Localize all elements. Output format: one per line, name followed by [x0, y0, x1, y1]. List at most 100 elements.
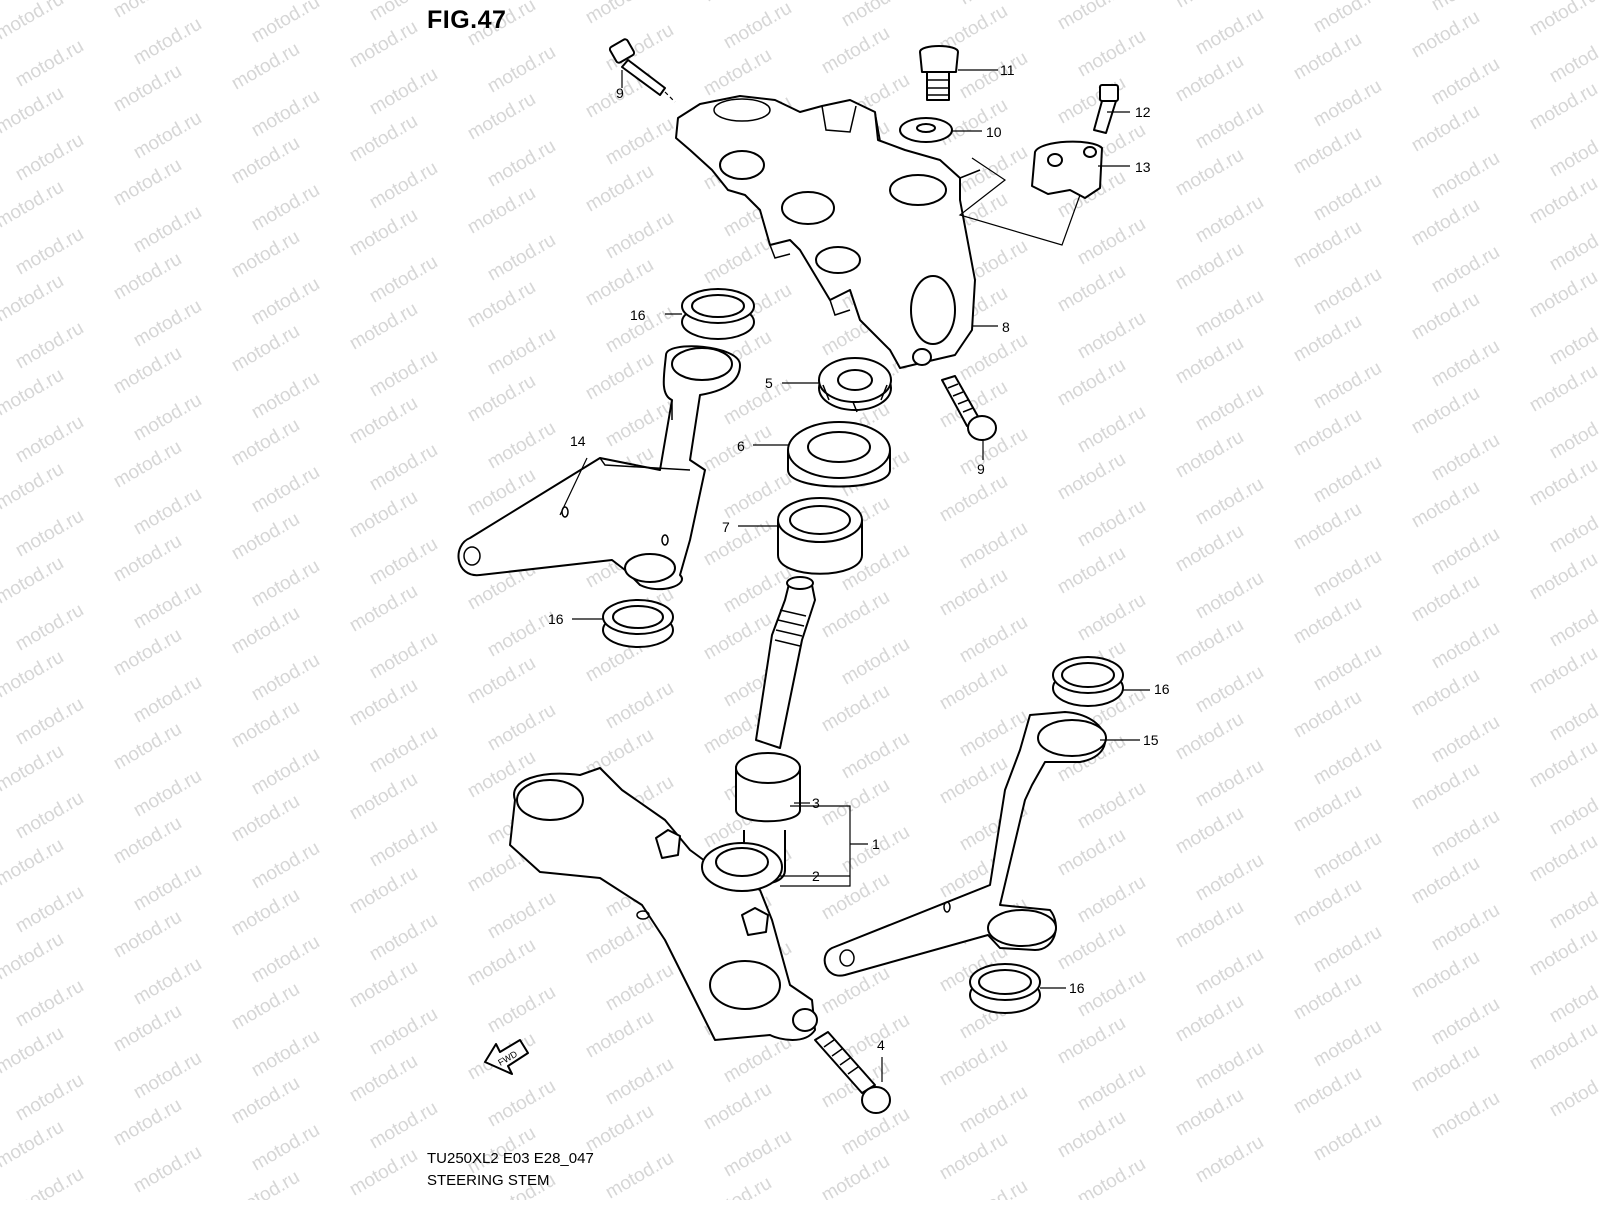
watermark-text: motod.ru: [1546, 502, 1600, 558]
watermark-text: motod.ru: [248, 1120, 323, 1176]
watermark-text: motod.ru: [1428, 618, 1503, 674]
watermark-text: motod.ru: [228, 979, 303, 1035]
watermark-text: motod.ru: [1428, 148, 1503, 204]
watermark-text: motod.ru: [1054, 919, 1129, 975]
watermark-text: motod.ru: [1054, 1013, 1129, 1069]
watermark-text: motod.ru: [0, 271, 67, 327]
watermark-text: motod.ru: [818, 587, 893, 643]
watermark-text: motod.ru: [0, 1023, 67, 1079]
watermark-text: motod.ru: [366, 722, 441, 778]
callout-label-16-a: 16: [630, 307, 646, 323]
seal-part-16-a: [682, 289, 754, 339]
watermark-text: motod.ru: [838, 634, 913, 690]
watermark-text: motod.ru: [582, 0, 657, 28]
watermark-text: motod.ru: [1074, 402, 1149, 458]
watermark-text: motod.ru: [228, 321, 303, 377]
watermark-text: motod.ru: [0, 1117, 67, 1173]
watermark-text: motod.ru: [366, 534, 441, 590]
watermark-text: motod.ru: [1192, 944, 1267, 1000]
watermark-text: motod.ru: [1074, 496, 1149, 552]
watermark-text: motod.ru: [1526, 455, 1600, 511]
watermark-text: motod.ru: [582, 1101, 657, 1157]
watermark-text: motod.ru: [1310, 452, 1385, 508]
callout-label-8: 8: [1002, 319, 1010, 335]
watermark-text: motod.ru: [1290, 217, 1365, 273]
callout-label-16-b: 16: [548, 611, 564, 627]
watermark-text: motod.ru: [818, 869, 893, 925]
watermark-text: motod.ru: [1310, 1016, 1385, 1072]
watermark-text: motod.ru: [346, 487, 421, 543]
watermark-text: motod.ru: [228, 885, 303, 941]
callout-label-11: 11: [1000, 62, 1015, 78]
callout-label-9-mid: 9: [977, 461, 985, 477]
watermark-text: motod.ru: [1408, 101, 1483, 157]
watermark-text: motod.ru: [1172, 333, 1247, 389]
callout-label-15: 15: [1143, 732, 1159, 748]
seal-part-16-d: [970, 964, 1040, 1013]
watermark-text: motod.ru: [1054, 1107, 1129, 1163]
watermark-text: motod.ru: [248, 650, 323, 706]
watermark-text: motod.ru: [346, 111, 421, 167]
watermark-text: motod.ru: [12, 1070, 87, 1126]
watermark-text: motod.ru: [700, 233, 775, 289]
watermark-text: motod.ru: [1192, 850, 1267, 906]
watermark-text: motod.ru: [130, 484, 205, 540]
watermark-text: motod.ru: [818, 1151, 893, 1200]
callout-label-2: 2: [812, 868, 820, 884]
watermark-text: motod.ru: [366, 346, 441, 402]
watermark-text: motod.ru: [1408, 759, 1483, 815]
watermark-text: motod.ru: [346, 675, 421, 731]
watermark-text: motod.ru: [1310, 170, 1385, 226]
watermark-text: motod.ru: [228, 133, 303, 189]
watermark-text: motod.ru: [1428, 54, 1503, 110]
watermark-text: motod.ru: [1408, 289, 1483, 345]
nut-part-5: [819, 358, 891, 412]
watermark-text: motod.ru: [936, 659, 1011, 715]
callout-label-3: 3: [812, 795, 820, 811]
watermark-text: motod.ru: [366, 252, 441, 308]
watermark-text: motod.ru: [1074, 1154, 1149, 1200]
watermark-text: motod.ru: [1074, 778, 1149, 834]
watermark-text: motod.ru: [0, 0, 67, 44]
watermark-text: motod.ru: [1290, 875, 1365, 931]
watermark-text: motod.ru: [1526, 925, 1600, 981]
bolt-part-11: [920, 46, 958, 100]
watermark-text: motod.ru: [1546, 1066, 1600, 1122]
watermark-text: motod.ru: [1428, 994, 1503, 1050]
watermark-text: motod.ru: [1054, 449, 1129, 505]
watermark-text: motod.ru: [130, 14, 205, 70]
watermark-text: motod.ru: [1526, 79, 1600, 135]
watermark-text: motod.ru: [936, 1129, 1011, 1185]
watermark-text: motod.ru: [1192, 380, 1267, 436]
watermark-text: motod.ru: [1526, 643, 1600, 699]
watermark-text: motod.ru: [1408, 853, 1483, 909]
callout-label-1: 1: [872, 836, 880, 852]
watermark-text: motod.ru: [582, 1007, 657, 1063]
watermark-text: motod.ru: [700, 45, 775, 101]
watermark-text: motod.ru: [12, 130, 87, 186]
seal-part-16-b: [603, 600, 673, 647]
watermark-text: motod.ru: [366, 64, 441, 120]
callout-label-5: 5: [765, 375, 773, 391]
watermark-text: motod.ru: [1172, 897, 1247, 953]
watermark-text: motod.ru: [1192, 192, 1267, 248]
watermark-text: motod.ru: [346, 957, 421, 1013]
watermark-text: motod.ru: [12, 36, 87, 92]
watermark-text: motod.ru: [130, 766, 205, 822]
diagram-code: TU250XL2 E03 E28_047: [427, 1150, 594, 1167]
washer-part-10: [900, 118, 952, 142]
seal-part-16-c: [1053, 657, 1123, 706]
watermark-text: motod.ru: [1310, 640, 1385, 696]
watermark-text: motod.ru: [366, 816, 441, 872]
watermark-text: motod.ru: [130, 860, 205, 916]
watermark-text: motod.ru: [12, 412, 87, 468]
watermark-text: motod.ru: [1172, 51, 1247, 107]
watermark-text: motod.ru: [346, 769, 421, 825]
watermark-text: motod.ru: [130, 390, 205, 446]
watermark-text: motod.ru: [228, 227, 303, 283]
watermark-text: motod.ru: [1074, 1060, 1149, 1116]
watermark-text: motod.ru: [1546, 596, 1600, 652]
watermark-text: motod.ru: [228, 791, 303, 847]
watermark-text: motod.ru: [1310, 828, 1385, 884]
watermark-text: motod.ru: [1408, 1041, 1483, 1097]
